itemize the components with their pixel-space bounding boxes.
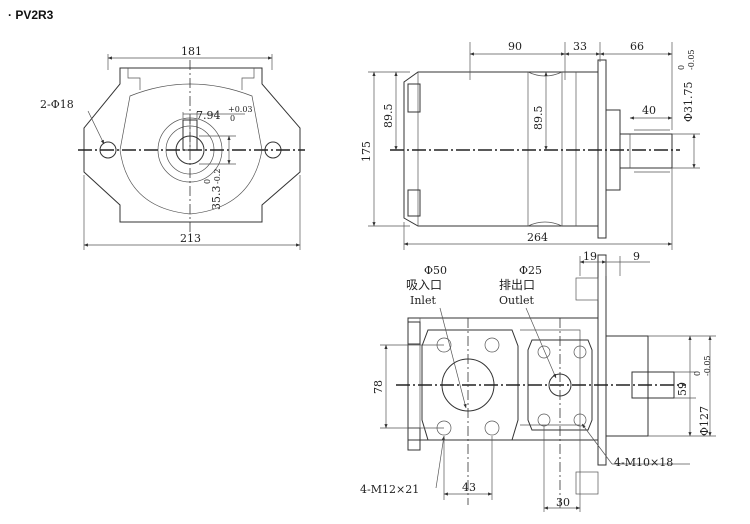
front-body-outline bbox=[83, 67, 301, 223]
tol-pilot-upper: 0 bbox=[693, 371, 702, 376]
dim-40: 40 bbox=[642, 104, 656, 117]
dim-66: 66 bbox=[630, 40, 644, 53]
inlet-flange bbox=[421, 329, 519, 441]
tol-key-height-upper: 0 bbox=[203, 179, 212, 184]
outlet-label-en: Outlet bbox=[499, 294, 535, 307]
dim-59: 59 bbox=[676, 382, 689, 396]
bottom-port-bottom bbox=[407, 427, 421, 451]
dim-9: 9 bbox=[633, 250, 640, 263]
dim-pilot-dia: Φ127 bbox=[698, 406, 711, 436]
tol-pilot-lower: -0.05 bbox=[703, 355, 712, 376]
dim-78: 78 bbox=[372, 380, 385, 394]
outlet-label-cn: 排出口 bbox=[499, 278, 535, 292]
bottom-port-top bbox=[407, 321, 421, 345]
label-holes-2x18: 2-Φ18 bbox=[40, 98, 74, 111]
dim-264: 264 bbox=[527, 231, 548, 244]
side-port-top bbox=[407, 83, 421, 113]
dim-30: 30 bbox=[556, 496, 570, 509]
inlet-dia: Φ50 bbox=[424, 264, 447, 277]
front-top-lip bbox=[127, 68, 255, 90]
bottom-pilot bbox=[606, 335, 649, 437]
front-inner-contour bbox=[119, 83, 263, 215]
bottom-view: Φ50 吸入口 Inlet Φ25 排出口 Outlet 19 9 78 59 … bbox=[360, 250, 716, 512]
tol-key-width-upper: +0.03 bbox=[228, 105, 253, 114]
dim-90: 90 bbox=[508, 40, 522, 53]
side-view: 90 33 66 175 89.5 89.5 40 Φ31.75 0 -0.05… bbox=[360, 40, 700, 250]
tol-key-height-lower: -0.2 bbox=[213, 169, 222, 184]
tol-shaft-lower: -0.05 bbox=[687, 49, 696, 70]
outlet-flange bbox=[527, 339, 593, 431]
dim-33: 33 bbox=[573, 40, 587, 53]
inlet-label-en: Inlet bbox=[410, 294, 436, 307]
drawing-title: · PV2R3 bbox=[8, 8, 54, 22]
side-shaft bbox=[619, 133, 673, 169]
inlet-label-cn: 吸入口 bbox=[406, 278, 442, 292]
thread-outlet: 4-M10×18 bbox=[614, 456, 673, 469]
dim-175: 175 bbox=[360, 141, 373, 162]
side-flange bbox=[597, 59, 607, 239]
dim-895-left: 89.5 bbox=[382, 104, 395, 129]
side-body-outline bbox=[403, 71, 599, 227]
bottom-flange bbox=[597, 254, 607, 466]
dim-shaft-dia: Φ31.75 bbox=[682, 81, 695, 122]
tol-shaft-upper: 0 bbox=[677, 65, 686, 70]
tol-key-width-lower: 0 bbox=[230, 114, 235, 123]
dim-213: 213 bbox=[180, 232, 201, 245]
dim-895-mid: 89.5 bbox=[532, 106, 545, 131]
thread-inlet: 4-M12×21 bbox=[360, 483, 419, 496]
dim-key-width: 7.94 bbox=[196, 109, 221, 122]
outlet-dia: Φ25 bbox=[519, 264, 542, 277]
dim-key-height: 35.3 bbox=[210, 186, 223, 211]
dim-43: 43 bbox=[462, 481, 476, 494]
dim-181: 181 bbox=[181, 45, 202, 58]
front-view: 181 213 2-Φ18 7.94 +0.03 0 35.3 0 -0.2 bbox=[40, 45, 305, 250]
dim-19: 19 bbox=[583, 250, 597, 263]
side-port-bottom bbox=[407, 189, 421, 217]
